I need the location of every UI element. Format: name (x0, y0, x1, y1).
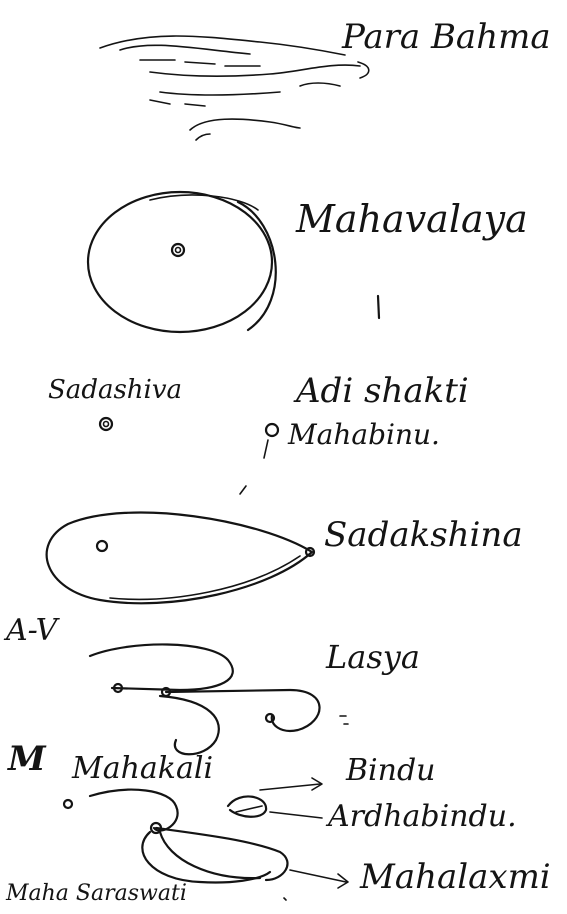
sadakshina-label: Sadakshina (324, 515, 523, 555)
para-bahma-scribble (99, 35, 370, 141)
mahavalaya-circle (86, 190, 277, 334)
m-label: M (7, 739, 47, 779)
bindu-label: Bindu (345, 753, 436, 788)
mahalaxmi-label: Mahalaxmi (359, 857, 551, 897)
connector-dash (239, 485, 247, 495)
ardhabindu-label: Ardhabindu. (325, 799, 517, 834)
ardhabindu-arrow (269, 811, 323, 819)
av-label: A-V (3, 613, 61, 648)
sadashiva-dot (98, 416, 114, 432)
lower-cluster-loops (62, 788, 289, 884)
para-bahma-label: Para Bahma (341, 17, 551, 57)
mahabindu-dot (263, 422, 280, 459)
adishakti-label: Adi shakti (293, 371, 469, 411)
mahakali-label: Mahakali (71, 751, 213, 786)
vertical-tick-mark (376, 294, 381, 320)
mahalaxmi-arrow (289, 869, 349, 889)
mahasaraswati-label: Maha Saraswati (5, 881, 187, 906)
sadakshina-teardrop (45, 511, 316, 605)
trailing-dot (283, 897, 287, 901)
mahavalaya-label: Mahavalaya (295, 197, 528, 241)
lasya-label: Lasya (325, 638, 420, 676)
sadashiva-label: Sadashiva (48, 375, 182, 405)
lasya-loops (88, 643, 349, 756)
bindu-arrow (259, 777, 323, 791)
mahabindu-label: Mahabinu. (287, 418, 440, 451)
